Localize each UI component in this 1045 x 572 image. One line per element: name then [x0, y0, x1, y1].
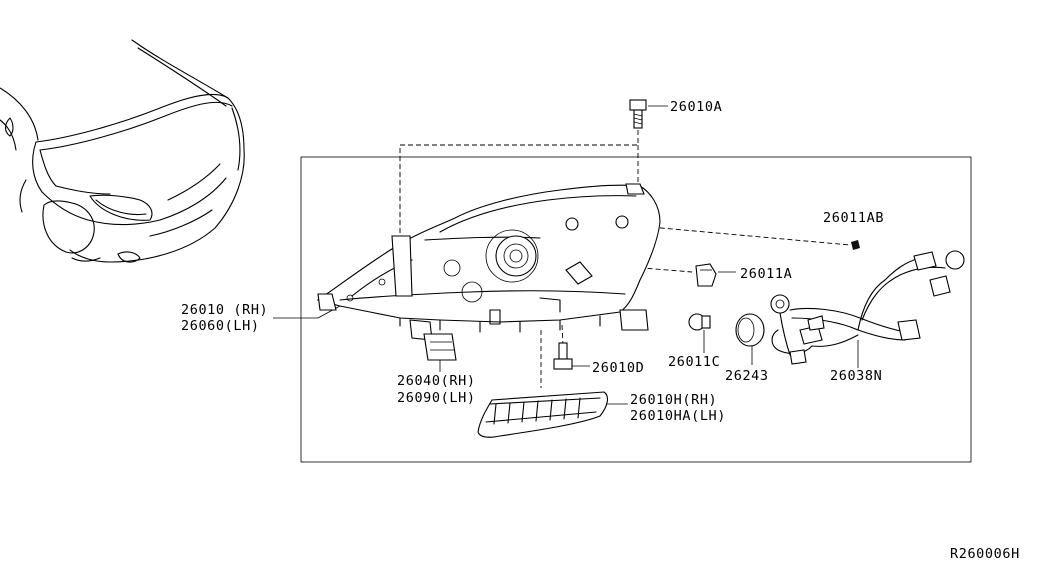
label-26011ab: 26011AB — [823, 210, 884, 226]
label-26010h-rh: 26010H(RH) — [630, 392, 717, 408]
level-motor-26040 — [423, 333, 457, 361]
bulb-26011a — [695, 263, 717, 287]
part-labels: 26010A 26011AB 26011A 26010 (RH) 26060(L… — [181, 99, 1020, 562]
headlamp-assembly — [316, 183, 661, 341]
label-26011a: 26011A — [740, 266, 792, 282]
label-26040-rh: 26040(RH) — [397, 373, 476, 389]
trim-strip-26010h — [477, 391, 609, 438]
bolt-26010d — [553, 342, 573, 370]
label-26010-rh: 26010 (RH) — [181, 302, 268, 318]
reference-code: R260006H — [950, 546, 1020, 562]
bulb-26011c — [688, 313, 711, 331]
bolt-26010a — [629, 99, 647, 129]
solid-leaders — [273, 105, 859, 405]
diagram-frame — [300, 156, 972, 463]
cap-26243 — [735, 313, 765, 347]
car-front-illustration — [0, 39, 245, 263]
label-26011c: 26011C — [668, 354, 720, 370]
label-26243: 26243 — [725, 368, 769, 384]
label-26060-lh: 26060(LH) — [181, 318, 260, 334]
harness-26038n — [770, 250, 965, 365]
label-26010d: 26010D — [592, 360, 644, 376]
socket-26011ab — [851, 240, 860, 250]
label-26010a: 26010A — [670, 99, 722, 115]
label-26038n: 26038N — [830, 368, 882, 384]
label-26090-lh: 26090(LH) — [397, 390, 476, 406]
label-26010ha-lh: 26010HA(LH) — [630, 408, 726, 424]
